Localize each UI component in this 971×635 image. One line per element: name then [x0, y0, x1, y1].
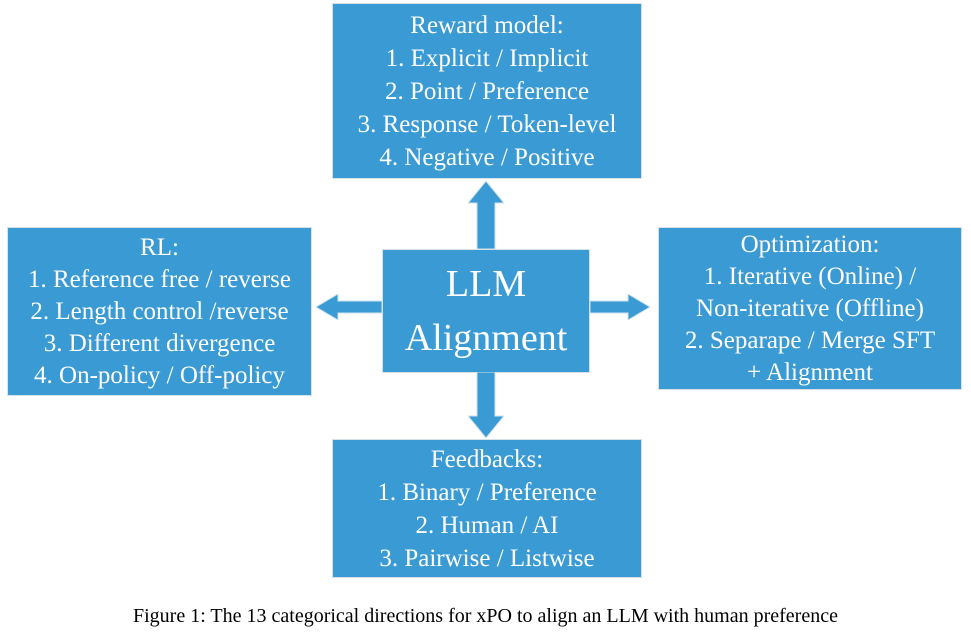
feedbacks-item-2: 2. Human / AI — [415, 511, 559, 539]
optimization-item-2b: + Alignment — [747, 358, 873, 386]
arrow-up-icon — [468, 181, 504, 249]
rl-item-4: 4. On-policy / Off-policy — [34, 361, 285, 389]
rl-title: RL: — [140, 233, 179, 261]
optimization-item-2a: 2. Separape / Merge SFT — [684, 326, 936, 354]
feedbacks-item-1: 1. Binary / Preference — [377, 478, 597, 506]
feedbacks-title: Feedbacks: — [430, 445, 544, 473]
llm-alignment-line-1: LLM — [445, 263, 527, 305]
llm-alignment-box: LLM Alignment — [383, 250, 589, 372]
feedbacks-box: Feedbacks: 1. Binary / Preference 2. Hum… — [333, 440, 641, 577]
optimization-item-1b: Non-iterative (Offline) — [696, 294, 924, 322]
arrow-right-icon — [590, 294, 650, 320]
reward-model-title: Reward model: — [410, 11, 564, 39]
rl-box: RL: 1. Reference free / reverse 2. Lengt… — [8, 228, 311, 395]
llm-alignment-line-2: Alignment — [404, 317, 568, 359]
reward-model-item-4: 4. Negative / Positive — [379, 143, 595, 171]
arrow-left-icon — [316, 294, 382, 320]
optimization-item-1a: 1. Iterative (Online) / — [703, 262, 917, 290]
reward-model-box: Reward model: 1. Explicit / Implicit 2. … — [333, 4, 641, 178]
rl-item-3: 3. Different divergence — [43, 329, 276, 357]
reward-model-item-1: 1. Explicit / Implicit — [385, 44, 589, 72]
reward-model-item-3: 3. Response / Token-level — [357, 110, 617, 138]
optimization-title: Optimization: — [740, 230, 880, 258]
feedbacks-item-3: 3. Pairwise / Listwise — [379, 544, 595, 572]
figure-caption: Figure 1: The 13 categorical directions … — [133, 605, 838, 627]
optimization-box: Optimization: 1. Iterative (Online) / No… — [659, 228, 961, 389]
reward-model-item-2: 2. Point / Preference — [384, 77, 590, 105]
rl-item-1: 1. Reference free / reverse — [27, 265, 291, 293]
rl-item-2: 2. Length control /reverse — [30, 297, 289, 325]
arrow-down-icon — [468, 372, 504, 438]
